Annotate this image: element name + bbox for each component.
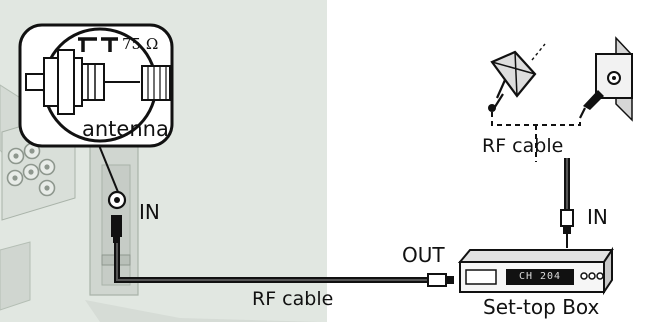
set-top-box-output-label: OUT: [402, 243, 445, 267]
rf-cable-top-label: RF cable: [482, 135, 564, 157]
impedance-label: 75 Ω: [122, 35, 159, 53]
rf-cable-bottom: [114, 243, 454, 287]
set-top-box-input-label: IN: [587, 205, 608, 229]
tv-input-label: IN: [139, 200, 160, 224]
av-jacks: [6, 142, 56, 197]
set-top-box-icon: [457, 246, 614, 296]
coax-connector-icon: [25, 49, 171, 115]
rf-cable-top: [491, 112, 581, 248]
set-top-box-label: Set-top Box: [483, 295, 600, 319]
set-top-box-display: CH 204: [518, 271, 562, 282]
rf-cable-bottom-label: RF cable: [252, 288, 334, 310]
satellite-dish-icon: [488, 43, 546, 112]
cable-outlet-icon: [579, 36, 633, 122]
coax-symbol-icon: [78, 37, 118, 52]
antenna-label: antenna: [82, 117, 169, 141]
